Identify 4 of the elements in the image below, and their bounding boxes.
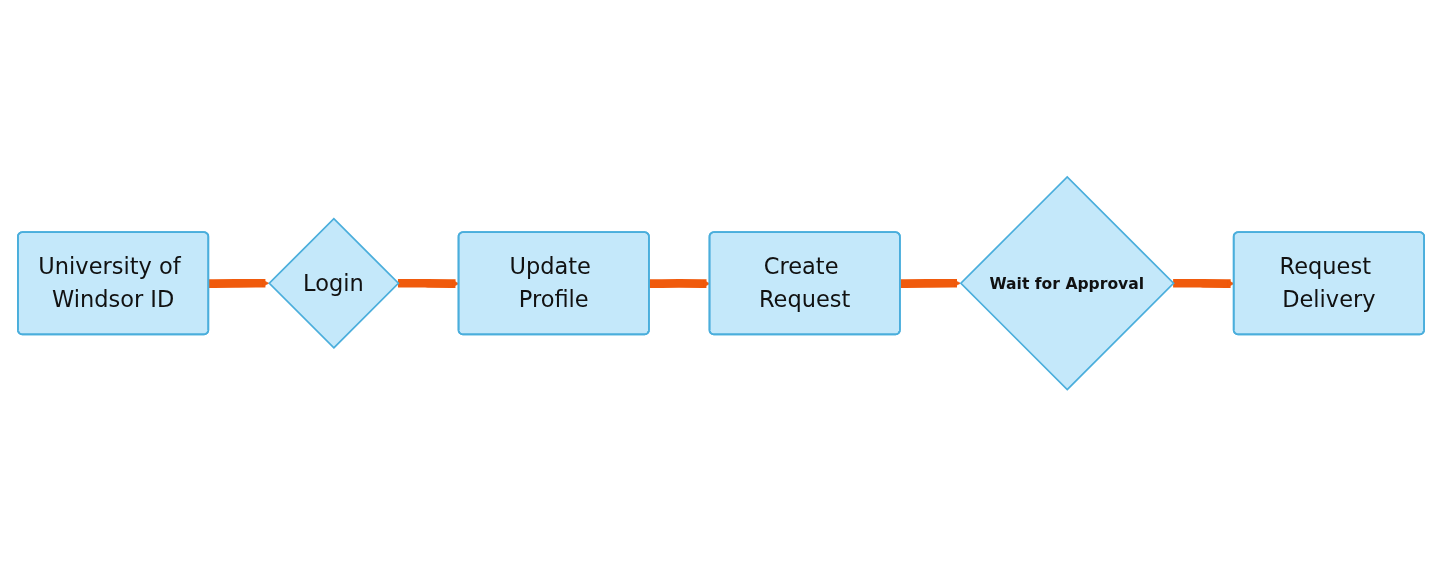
arrow (208, 279, 270, 289)
arrow (900, 279, 961, 289)
node-diamond: Wait for Approval (959, 175, 1175, 392)
node-diamond: Login (268, 217, 400, 350)
